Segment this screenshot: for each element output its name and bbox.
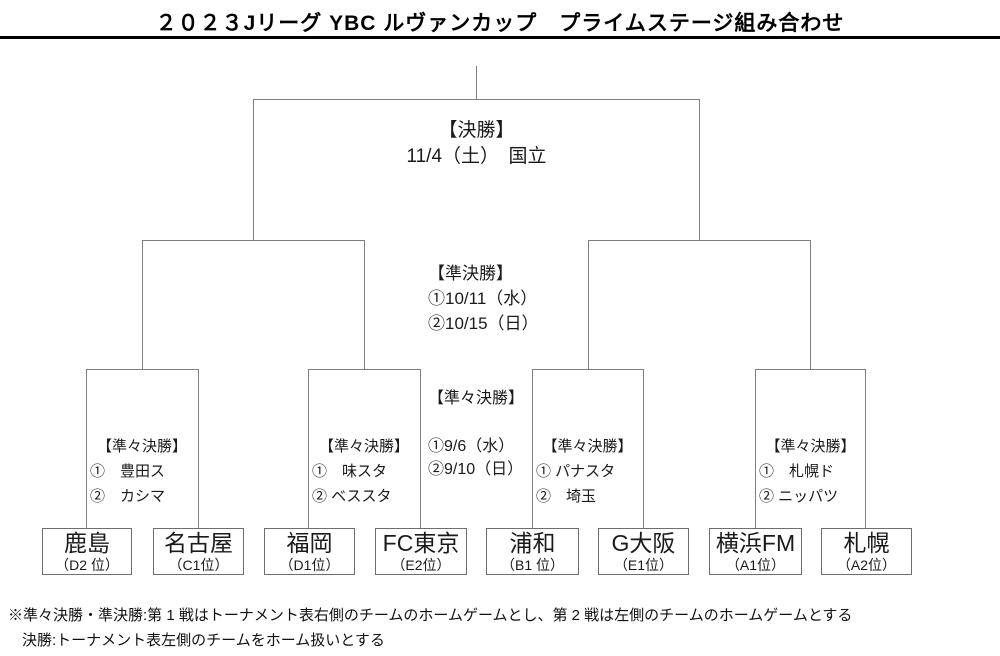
- quarterfinal-connector-line: [588, 240, 589, 369]
- page-title: ２０２３Jリーグ YBC ルヴァンカップ プライムステージ組み合わせ: [155, 12, 845, 35]
- quarterfinal-venue-leg2: ② カシマ: [90, 488, 166, 505]
- quarterfinal-venue-leg2: ② 埼玉: [536, 488, 597, 505]
- quarterfinal-schedule-title: 【準々決勝】: [428, 390, 525, 407]
- semifinal-leg1: ①10/11（水）: [428, 289, 538, 308]
- quarterfinal-venue-leg2: ② ベススタ: [312, 488, 392, 505]
- footnote-line-2: 決勝:トーナメント表左側のチームをホーム扱いとする: [22, 632, 385, 649]
- quarterfinal-schedule-leg1: ①9/6（水）: [428, 438, 515, 455]
- team-box-gosaka: G大阪 （E1位）: [598, 528, 689, 575]
- team-name: 札幌: [843, 530, 890, 556]
- quarterfinal-venue-leg1: ① 豊田ス: [90, 463, 166, 480]
- quarterfinal-bracket-line: [308, 369, 421, 370]
- team-name: FC東京: [382, 530, 460, 556]
- team-name: G大阪: [611, 530, 676, 556]
- team-name: 福岡: [286, 530, 333, 556]
- team-seed: （A2位）: [836, 557, 897, 573]
- team-seed: （A1位）: [725, 557, 786, 573]
- team-connector-line: [420, 369, 421, 528]
- team-seed: （E1位）: [613, 557, 674, 573]
- team-connector-line: [86, 369, 87, 528]
- team-connector-line: [643, 369, 644, 528]
- team-seed: （C1位）: [168, 557, 229, 573]
- team-seed: （D2 位）: [55, 557, 119, 573]
- champion-stub-line: [476, 66, 477, 99]
- quarterfinal-connector-line: [810, 240, 811, 369]
- team-box-nagoya: 名古屋 （C1位）: [153, 528, 244, 575]
- final-right-connector-line: [699, 99, 700, 240]
- final-round-label: 【決勝】 11/4（土） 国立: [253, 118, 700, 170]
- quarterfinal-block-title: 【準々決勝】: [765, 438, 856, 455]
- footnotes: ※準々決勝・準決勝:第 1 戦はトーナメント表右側のチームのホームゲームとし、第…: [8, 603, 852, 653]
- team-box-fukuoka: 福岡 （D1位）: [264, 528, 355, 575]
- title-divider: [0, 36, 1000, 39]
- semifinal-title: 【準決勝】: [428, 264, 513, 283]
- footnote-line-1: ※準々決勝・準決勝:第 1 戦はトーナメント表右側のチームのホームゲームとし、第…: [8, 607, 853, 624]
- semifinal-leg2: ②10/15（日）: [428, 314, 539, 333]
- team-connector-line: [198, 369, 199, 528]
- quarterfinal-block-2: 【準々決勝】 ① 味スタ ② ベススタ: [310, 434, 418, 509]
- quarterfinal-connector-line: [142, 240, 143, 369]
- team-box-yokohamafm: 横浜FM （A1位）: [709, 528, 802, 575]
- team-seed: （E2位）: [391, 557, 451, 573]
- final-bracket-line: [253, 99, 700, 100]
- semifinal-label: 【準決勝】 ①10/11（水） ②10/15（日）: [428, 261, 539, 336]
- semifinal-left-bracket-line: [142, 240, 365, 241]
- team-connector-line: [308, 369, 309, 528]
- team-name: 鹿島: [64, 530, 110, 556]
- final-left-connector-line: [253, 99, 254, 240]
- team-box-fctokyo: FC東京 （E2位）: [375, 528, 467, 575]
- final-round-detail: 11/4（土） 国立: [406, 146, 547, 167]
- quarterfinal-schedule-leg2: ②9/10（日）: [428, 461, 524, 478]
- team-seed: （D1位）: [279, 557, 340, 573]
- team-connector-line: [755, 369, 756, 528]
- quarterfinal-block-1: 【準々決勝】 ① 豊田ス ② カシマ: [88, 434, 196, 509]
- quarterfinal-venue-leg1: ① 札幌ド: [759, 463, 835, 480]
- quarterfinal-schedule: 【準々決勝】 ①9/6（水） ②9/10（日）: [428, 387, 524, 481]
- quarterfinal-venue-leg1: ① パナスタ: [536, 463, 616, 480]
- quarterfinal-block-title: 【準々決勝】: [542, 438, 633, 455]
- final-round-title: 【決勝】: [438, 120, 515, 141]
- team-box-kashima: 鹿島 （D2 位）: [42, 528, 132, 575]
- quarterfinal-block-3: 【準々決勝】 ① パナスタ ② 埼玉: [534, 434, 641, 509]
- team-box-urawa: 浦和 （B1 位）: [486, 528, 579, 575]
- quarterfinal-venue-leg1: ① 味スタ: [312, 463, 388, 480]
- team-name: 浦和: [509, 530, 556, 556]
- quarterfinal-bracket-line: [755, 369, 866, 370]
- team-name: 名古屋: [164, 530, 233, 556]
- quarterfinal-venue-leg2: ② ニッパツ: [759, 488, 839, 505]
- quarterfinal-block-4: 【準々決勝】 ① 札幌ド ② ニッパツ: [757, 434, 864, 509]
- semifinal-right-bracket-line: [588, 240, 811, 241]
- quarterfinal-connector-line: [364, 240, 365, 369]
- quarterfinal-block-title: 【準々決勝】: [96, 438, 187, 455]
- quarterfinal-block-title: 【準々決勝】: [318, 438, 409, 455]
- team-connector-line: [532, 369, 533, 528]
- team-seed: （B1 位）: [500, 557, 564, 573]
- team-box-sapporo: 札幌 （A2位）: [821, 528, 912, 575]
- quarterfinal-bracket-line: [532, 369, 644, 370]
- quarterfinal-bracket-line: [86, 369, 199, 370]
- team-name: 横浜FM: [715, 530, 796, 556]
- team-connector-line: [865, 369, 866, 528]
